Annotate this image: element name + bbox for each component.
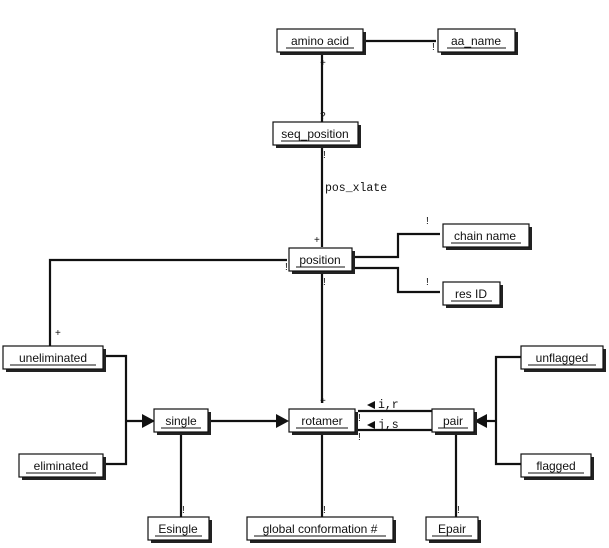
aa-name-label: aa_name — [451, 34, 501, 48]
entity-seq-position: seq_position — [272, 121, 361, 148]
eliminated-label: eliminated — [34, 459, 89, 473]
line-uneliminated-eliminated — [106, 354, 128, 466]
arrow-into-single — [142, 414, 155, 428]
entity-unflagged: unflagged — [520, 345, 606, 372]
entity-res-id: res ID — [442, 281, 503, 308]
entity-rotamer: rotamer — [288, 408, 358, 435]
pos-xlate-label: pos_xlate — [325, 182, 387, 195]
seq-position-label: seq_position — [281, 127, 348, 141]
entity-single: single — [153, 408, 211, 435]
connector-lines — [48, 39, 521, 517]
line-position-uneliminated — [48, 258, 287, 348]
position-label: position — [299, 253, 340, 267]
mark-amino-acid-many: + — [320, 58, 326, 69]
pair-label: pair — [443, 414, 463, 428]
flagged-label: flagged — [536, 459, 575, 473]
epair-label: Epair — [438, 522, 466, 536]
mark-chain-name-one: ! — [426, 216, 429, 227]
line-position-chain-name — [352, 232, 440, 259]
arrow-j-s — [367, 421, 375, 429]
entity-position: position — [288, 247, 355, 274]
res-id-label: res ID — [455, 287, 487, 301]
entity-aa-name: aa_name — [437, 28, 518, 55]
entity-eliminated: eliminated — [18, 453, 106, 480]
arrow-into-pair — [474, 414, 487, 428]
single-label: single — [165, 414, 197, 428]
mark-res-id-one: ! — [426, 277, 429, 288]
mark-position-left-one: ! — [285, 262, 288, 273]
mark-rotamer-many: + — [320, 396, 326, 407]
line-unflagged-flagged — [494, 355, 521, 466]
mark-uneliminated-many: + — [55, 328, 61, 339]
unflagged-label: unflagged — [536, 351, 589, 365]
mark-position-bottom-one: ! — [323, 277, 326, 288]
mark-seq-position-one: ! — [323, 150, 326, 161]
arrowheads — [142, 401, 487, 429]
mark-esingle-one: ! — [182, 505, 185, 516]
uneliminated-label: uneliminated — [19, 351, 87, 365]
entity-chain-name: chain name — [442, 223, 532, 250]
arrow-into-rotamer — [276, 414, 289, 428]
j-s-label: j,s — [378, 419, 399, 432]
mark-seq-position-optional: ? — [320, 111, 326, 122]
mark-aa-name-one: ! — [432, 42, 435, 53]
mark-position-many: + — [314, 235, 320, 246]
entity-esingle: Esingle — [147, 516, 212, 543]
entity-uneliminated: uneliminated — [2, 345, 106, 372]
rotamer-label: rotamer — [301, 414, 342, 428]
entity-pair: pair — [431, 408, 477, 435]
esingle-label: Esingle — [158, 522, 198, 536]
entity-amino-acid: amino acid — [276, 28, 366, 55]
global-conformation-label: global conformation # — [263, 522, 378, 536]
arrow-i-r — [367, 401, 375, 409]
amino-acid-label: amino acid — [291, 34, 349, 48]
mark-rotamer-j-one: ! — [358, 432, 361, 443]
mark-global-one: ! — [323, 505, 326, 516]
cardinality-markers: ! + ? ! + ! ! ! ! + + ! ! ! ! ! — [55, 42, 460, 516]
entity-epair: Epair — [425, 516, 481, 543]
chain-name-label: chain name — [454, 229, 516, 243]
entity-flagged: flagged — [520, 453, 594, 480]
mark-epair-one: ! — [457, 505, 460, 516]
entity-global-conformation: global conformation # — [246, 516, 396, 543]
i-r-label: i,r — [378, 399, 399, 412]
line-position-res-id — [352, 266, 440, 294]
mark-rotamer-i-one: ! — [358, 413, 361, 424]
